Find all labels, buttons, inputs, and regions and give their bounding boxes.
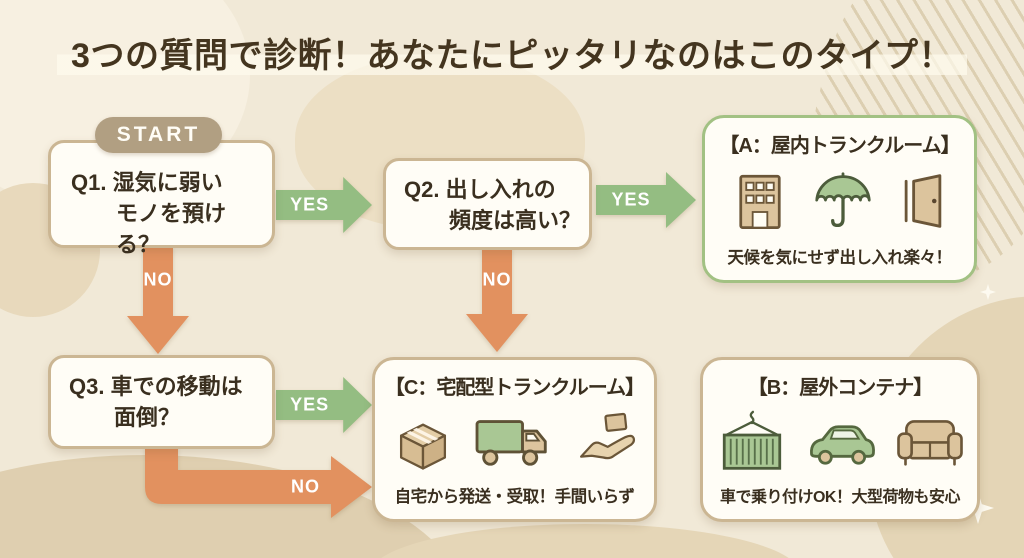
hand-box-icon xyxy=(579,412,635,460)
umbrella-icon xyxy=(814,172,871,228)
result-b-icons xyxy=(715,400,965,483)
sparkle-icon xyxy=(980,284,996,300)
q1-no-arrow: NO xyxy=(127,246,189,354)
result-a-icons xyxy=(727,158,953,244)
container-icon xyxy=(722,410,782,470)
q3-yes-label: YES xyxy=(290,394,330,415)
result-b-card: 【B：屋外コンテナ】 車で乗り付けO xyxy=(700,357,980,522)
page-title: 3つの質問で診断！あなたにピッタリなのはこのタイプ！ xyxy=(57,26,967,79)
question-3-line1: Q3. 車での移動は xyxy=(69,374,243,399)
q1-no-label: NO xyxy=(143,269,173,290)
q2-yes-label: YES xyxy=(611,189,651,210)
result-b-title: 【B：屋外コンテナ】 xyxy=(747,377,933,399)
question-3-card: Q3. 車での移動は 面倒？ xyxy=(48,355,275,449)
q2-no-arrow: NO xyxy=(466,246,528,352)
result-a-caption: 天候を気にせず出し入れ楽々！ xyxy=(727,249,953,267)
start-badge: START xyxy=(95,117,222,153)
q3-yes-arrow: YES xyxy=(276,377,372,433)
car-icon xyxy=(810,425,875,465)
result-a-card: 【A：屋内トランクルーム】 天候を気 xyxy=(702,115,977,283)
sofa-icon xyxy=(897,420,963,466)
result-c-title: 【C：宅配型トランクルーム】 xyxy=(384,377,645,399)
result-c-icons xyxy=(392,400,638,483)
question-1-card: Q1. 湿気に弱い モノを預ける？ xyxy=(48,140,275,257)
result-b-caption: 車で乗り付けOK！大型荷物も安心 xyxy=(719,489,961,506)
truck-icon xyxy=(475,420,547,466)
question-2-line1: Q2. 出し入れの xyxy=(404,177,556,202)
q2-no-label: NO xyxy=(482,269,512,290)
result-c-caption: 自宅から発送・受取！手間いらず xyxy=(394,488,635,506)
question-2-line2: 頻度は高い？ xyxy=(449,208,582,234)
building-icon xyxy=(738,174,781,229)
result-a-title: 【A：屋内トランクルーム】 xyxy=(719,135,960,157)
question-2-card: Q2. 出し入れの 頻度は高い？ xyxy=(383,158,592,250)
box-icon xyxy=(399,423,446,470)
q1-yes-label: YES xyxy=(290,194,330,215)
question-3-line2: 面倒？ xyxy=(114,405,181,431)
door-icon xyxy=(904,174,941,228)
result-c-card: 【C：宅配型トランクルーム】 自宅から発送・受取！手間いらず xyxy=(372,357,657,522)
q1-yes-arrow: YES xyxy=(276,177,372,233)
q3-no-arrow: NO xyxy=(145,446,372,522)
q3-no-label: NO xyxy=(291,476,320,497)
question-1-line2: モノを預ける？ xyxy=(116,201,227,258)
q2-yes-arrow: YES xyxy=(596,172,696,228)
question-1-line1: Q1. 湿気に弱い xyxy=(71,170,223,195)
decorative-blob xyxy=(370,524,800,558)
